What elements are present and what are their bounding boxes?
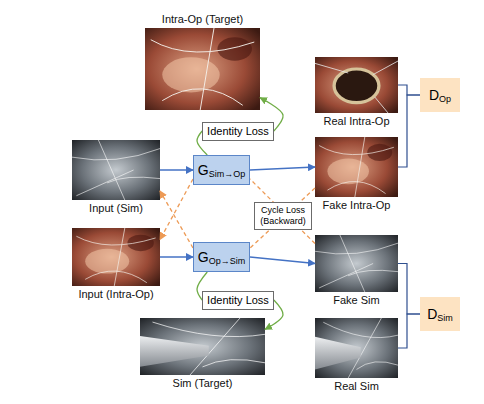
discriminator-box: DSim	[420, 297, 460, 331]
bracket-line	[398, 85, 420, 95]
sim-image	[72, 140, 160, 200]
loss-label: Identity Loss	[207, 125, 269, 137]
sim-image	[315, 235, 398, 292]
image-caption: Real Intra-Op	[323, 115, 389, 128]
fake-image: Fake Sim	[315, 235, 398, 292]
symbol-subscript: Sim	[437, 313, 453, 323]
image-caption: Real Sim	[334, 380, 379, 393]
symbol-subscript: Sim→Op	[209, 169, 246, 179]
loss-box: Cycle Loss (Backward)	[254, 202, 312, 230]
sim-image	[140, 318, 265, 375]
loss-box: Identity Loss	[202, 122, 274, 141]
loss-label: Identity Loss	[207, 294, 269, 306]
cycle-arrow	[250, 179, 315, 244]
sim-image	[315, 318, 398, 378]
image-caption: Fake Intra-Op	[323, 199, 391, 212]
symbol-letter: D	[429, 87, 439, 103]
loss-label: Cycle Loss (Backward)	[260, 205, 306, 226]
cycle-arrow	[160, 179, 193, 240]
fake-image: Fake Intra-Op	[315, 137, 398, 197]
image-caption: Fake Sim	[333, 294, 379, 307]
flow-arrow	[160, 169, 193, 170]
intra-op-image	[315, 137, 398, 197]
symbol-letter: G	[198, 249, 209, 265]
image-caption: Intra-Op (Target)	[162, 13, 243, 26]
symbol-subscript: Op	[439, 94, 451, 104]
target-image: Sim (Target)	[140, 318, 265, 375]
symbol-letter: G	[198, 162, 209, 178]
loss-box: Identity Loss	[202, 291, 274, 310]
intra-op-image	[315, 57, 398, 113]
real-image: Real Intra-Op	[315, 57, 398, 113]
real-image: Real Sim	[315, 318, 398, 378]
bracket-line	[398, 264, 420, 315]
input-image: Input (Sim)	[72, 140, 160, 200]
intra-op-image	[145, 28, 260, 110]
symbol-letter: D	[427, 306, 437, 322]
cycle-arrow	[250, 188, 315, 248]
bracket-line	[398, 314, 420, 348]
flow-arrow	[250, 257, 315, 264]
bracket-line	[398, 95, 420, 167]
symbol-subscript: Op→Sim	[209, 256, 246, 266]
target-image: Intra-Op (Target)	[145, 28, 260, 110]
image-caption: Input (Intra-Op)	[78, 288, 153, 301]
input-image: Input (Intra-Op)	[72, 228, 160, 286]
image-caption: Sim (Target)	[173, 377, 233, 390]
cycle-arrow	[160, 191, 193, 248]
generator-box: GOp→Sim	[193, 242, 250, 272]
flow-arrow	[250, 167, 315, 170]
flow-arrow	[160, 256, 193, 257]
image-caption: Input (Sim)	[89, 202, 143, 215]
intra-op-image	[72, 228, 160, 286]
discriminator-box: DOp	[420, 78, 460, 112]
generator-box: GSim→Op	[193, 155, 250, 185]
